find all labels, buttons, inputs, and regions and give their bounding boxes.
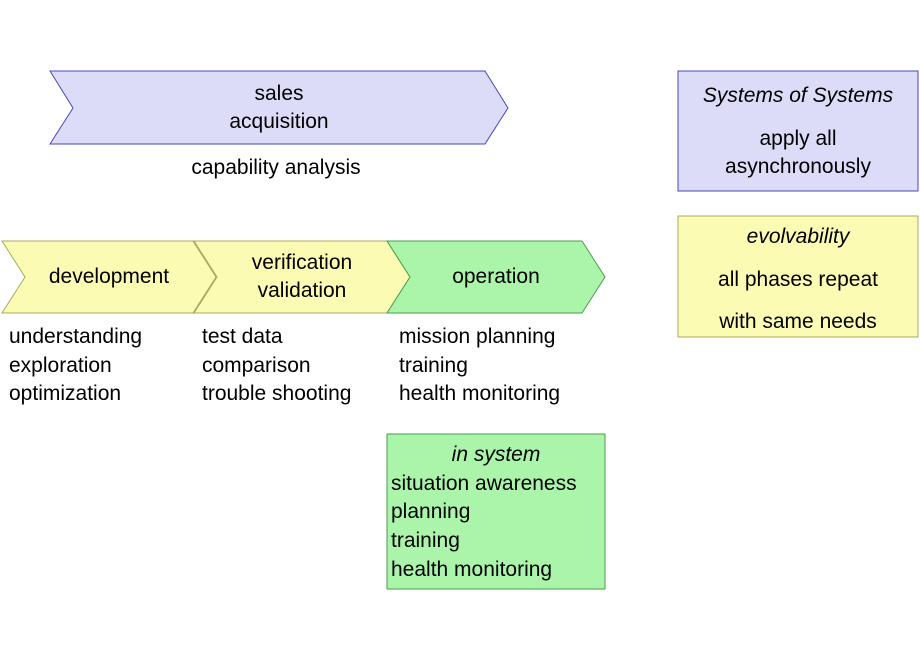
evolvability-box bbox=[677, 215, 919, 338]
acquisition-label: acquisition bbox=[229, 110, 329, 133]
operation-label: operation bbox=[452, 265, 540, 288]
validation-label: validation bbox=[257, 279, 347, 302]
in-system-item: situation awareness bbox=[391, 472, 577, 495]
in-system-box bbox=[386, 433, 606, 590]
evolvability-line: with same needs bbox=[719, 310, 877, 333]
in-system-item: planning bbox=[391, 500, 471, 523]
development-item: exploration bbox=[9, 354, 112, 377]
systems-of-systems-box bbox=[677, 70, 919, 192]
development-item: optimization bbox=[9, 382, 122, 405]
sos-title: Systems of Systems bbox=[702, 84, 894, 107]
evolvability-line: all phases repeat bbox=[718, 268, 878, 291]
operation-item: mission planning bbox=[399, 325, 556, 348]
sales-acquisition-arrow bbox=[49, 70, 509, 145]
verification-item: trouble shooting bbox=[202, 382, 352, 405]
development-chevron bbox=[1, 240, 217, 314]
capability-analysis-caption: capability analysis bbox=[191, 156, 361, 179]
verification-label: verification bbox=[251, 251, 353, 274]
development-item: understanding bbox=[9, 325, 143, 348]
in-system-item: training bbox=[391, 529, 460, 552]
evolvability-title: evolvability bbox=[746, 225, 850, 248]
in-system-item: health monitoring bbox=[391, 558, 553, 581]
operation-item: health monitoring bbox=[399, 382, 561, 405]
sos-line: apply all bbox=[759, 127, 837, 150]
operation-item: training bbox=[399, 354, 468, 377]
development-label: development bbox=[48, 265, 170, 288]
in-system-title: in system bbox=[451, 443, 541, 466]
sos-line: asynchronously bbox=[725, 155, 871, 178]
verification-item: comparison bbox=[202, 354, 311, 377]
operation-chevron bbox=[386, 240, 606, 314]
verification-item: test data bbox=[202, 325, 283, 348]
sales-label: sales bbox=[254, 82, 304, 105]
